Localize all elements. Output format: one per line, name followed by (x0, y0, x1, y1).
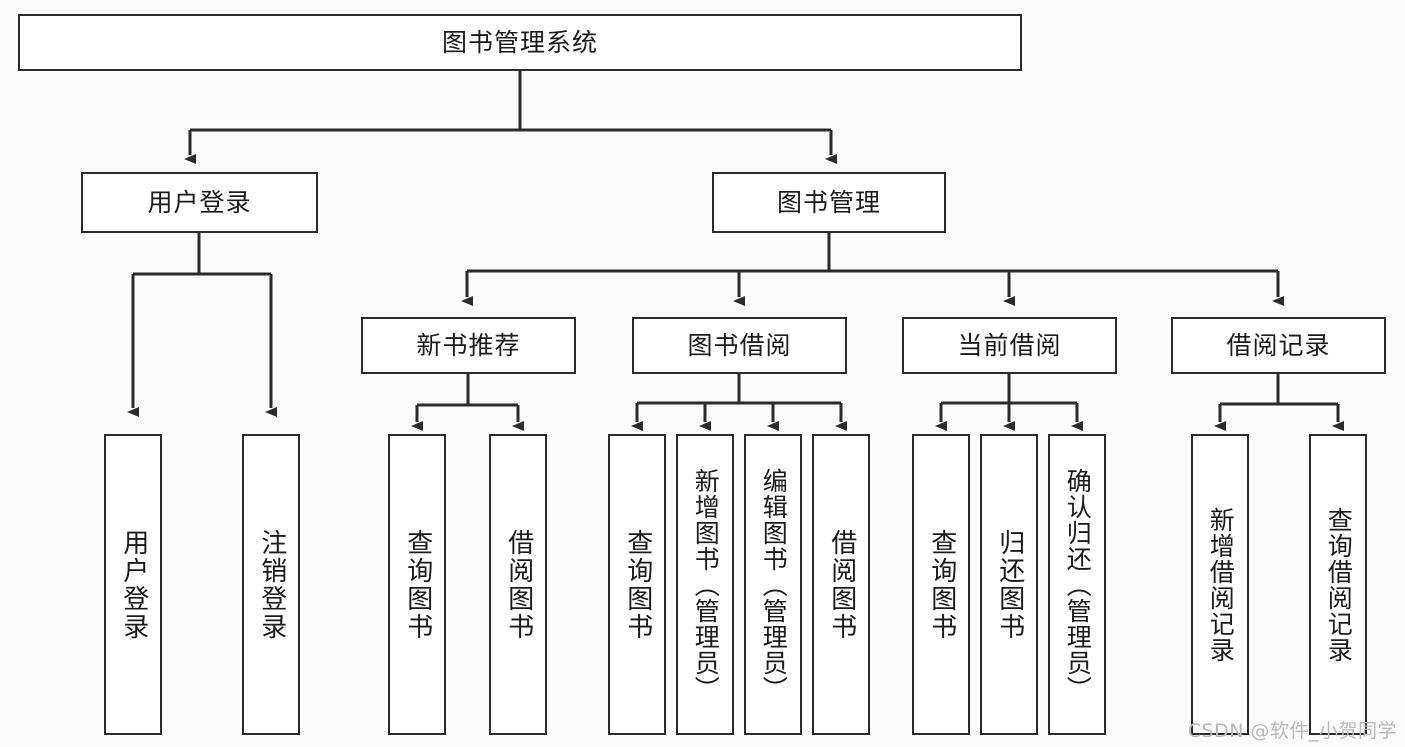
node-root-book-management-system[interactable]: 图书管理系统 (18, 14, 1022, 71)
node-label: 图书借阅 (687, 331, 792, 360)
node-leaf-return-book[interactable]: 归还图书 (980, 434, 1038, 735)
node-borrowing-record[interactable]: 借阅记录 (1171, 317, 1386, 374)
node-label: 查询借阅记录 (1324, 506, 1354, 663)
node-label: 图书管理系统 (441, 28, 598, 57)
node-leaf-query-book-recommend[interactable]: 查询图书 (388, 434, 446, 735)
node-leaf-borrow-book-recommend[interactable]: 借阅图书 (489, 434, 547, 735)
node-leaf-user-login[interactable]: 用户登录 (104, 434, 162, 735)
node-current-borrowing[interactable]: 当前借阅 (902, 317, 1117, 374)
node-leaf-edit-book-admin[interactable]: 编辑图书（管理员） (744, 434, 802, 735)
node-label: 查询图书 (402, 528, 433, 641)
node-label: 归还图书 (994, 528, 1025, 641)
node-label: 用户登录 (118, 528, 149, 641)
node-book-borrowing[interactable]: 图书借阅 (632, 317, 847, 374)
node-leaf-add-book-admin[interactable]: 新增图书（管理员） (676, 434, 734, 735)
node-label: 查询图书 (622, 528, 653, 641)
node-label: 新书推荐 (416, 331, 521, 360)
node-label: 借阅记录 (1226, 331, 1331, 360)
node-label: 当前借阅 (957, 331, 1062, 360)
node-label: 查询图书 (926, 528, 957, 641)
node-label: 用户登录 (147, 188, 252, 217)
node-label: 注销登录 (256, 528, 287, 641)
node-new-book-recommendation[interactable]: 新书推荐 (361, 317, 576, 374)
node-leaf-borrow-book[interactable]: 借阅图书 (812, 434, 870, 735)
node-label: 确认归还（管理员） (1063, 467, 1093, 702)
node-leaf-query-book-current[interactable]: 查询图书 (912, 434, 970, 735)
node-book-management[interactable]: 图书管理 (712, 172, 946, 233)
node-leaf-logout[interactable]: 注销登录 (242, 434, 300, 735)
node-leaf-query-borrow-record[interactable]: 查询借阅记录 (1309, 434, 1367, 735)
node-label: 图书管理 (776, 188, 881, 217)
node-label: 借阅图书 (826, 528, 857, 641)
node-leaf-add-borrow-record[interactable]: 新增借阅记录 (1191, 434, 1249, 735)
node-leaf-confirm-return-admin[interactable]: 确认归还（管理员） (1048, 434, 1106, 735)
node-label: 编辑图书（管理员） (759, 467, 789, 702)
node-leaf-query-book-borrow[interactable]: 查询图书 (608, 434, 666, 735)
node-label: 借阅图书 (503, 528, 534, 641)
watermark-text: CSDN @软件_小贺同学 (1187, 720, 1397, 742)
node-label: 新增借阅记录 (1206, 506, 1236, 663)
node-user-login[interactable]: 用户登录 (81, 172, 318, 233)
node-label: 新增图书（管理员） (691, 467, 721, 702)
